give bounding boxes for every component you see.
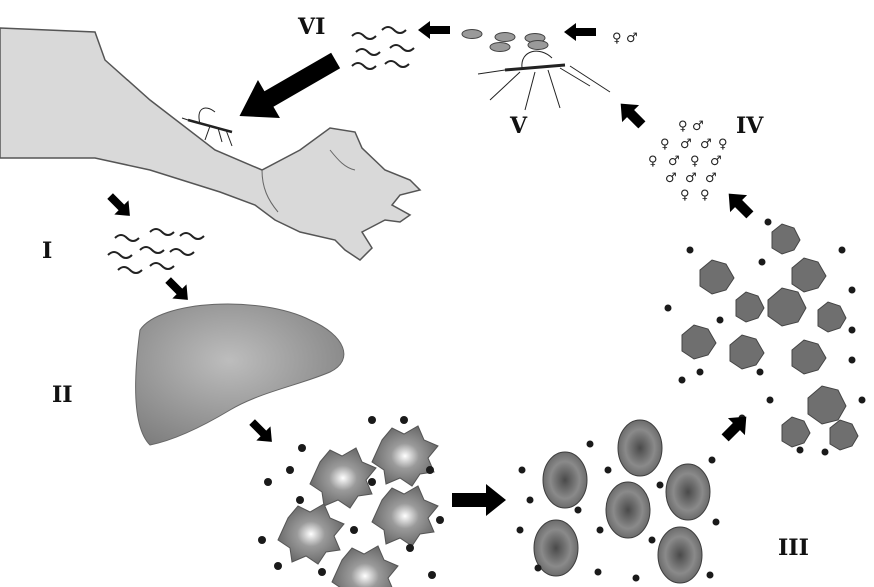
ookinetes [462, 30, 548, 52]
erythrocytic-parasites [665, 219, 866, 456]
salivary-sporozoites [352, 27, 414, 69]
sporozoites [108, 229, 204, 273]
male-symbol: ♂ [680, 137, 692, 152]
male-symbol: ♂ [700, 137, 712, 152]
female-symbol: ♀ [700, 188, 710, 203]
male-symbol: ♂ [668, 154, 680, 169]
arrow-sporozoites-to-liver [161, 273, 195, 307]
arrow-arm-to-sporozoites [103, 189, 137, 223]
arrow-liver-to-schizonts [245, 415, 279, 449]
arrow-gametes-to-ookinetes [564, 23, 596, 41]
female-symbol: ♀ [718, 137, 728, 152]
stage-label-6: VI [297, 14, 325, 40]
male-symbol: ♂ [685, 171, 697, 186]
female-symbol: ♀ [680, 188, 690, 203]
female-symbol: ♀ [690, 154, 700, 169]
arrow-ookinetes-to-sporozoites [418, 21, 450, 39]
arrow-rbc-to-erythrocytic [717, 408, 755, 446]
female-symbol: ♀ [612, 31, 622, 46]
arrow-sporozoites-to-human [229, 41, 347, 135]
male-symbol: ♂ [626, 31, 638, 46]
male-symbol: ♂ [710, 154, 722, 169]
male-symbol: ♂ [665, 171, 677, 186]
liver-schizonts [258, 416, 444, 587]
stage-label-5: V [509, 113, 528, 139]
stage-label-4: IV [736, 113, 764, 139]
female-symbol: ♀ [648, 154, 658, 169]
liver [136, 304, 344, 445]
arrow-gametocytes-to-mosquito [612, 95, 650, 133]
male-symbol: ♂ [705, 171, 717, 186]
stage-label-2: II [52, 382, 73, 408]
arrow-schizonts-to-rbc [452, 484, 506, 516]
female-symbol: ♀ [660, 137, 670, 152]
mosquito [478, 51, 610, 110]
stage-label-1: I [42, 238, 52, 264]
stage-label-3: III [778, 535, 809, 561]
arrow-erythrocytic-to-gametocytes [720, 185, 758, 223]
red-blood-cells [517, 420, 720, 583]
female-symbol: ♀ [678, 119, 688, 134]
male-symbol: ♂ [692, 119, 704, 134]
